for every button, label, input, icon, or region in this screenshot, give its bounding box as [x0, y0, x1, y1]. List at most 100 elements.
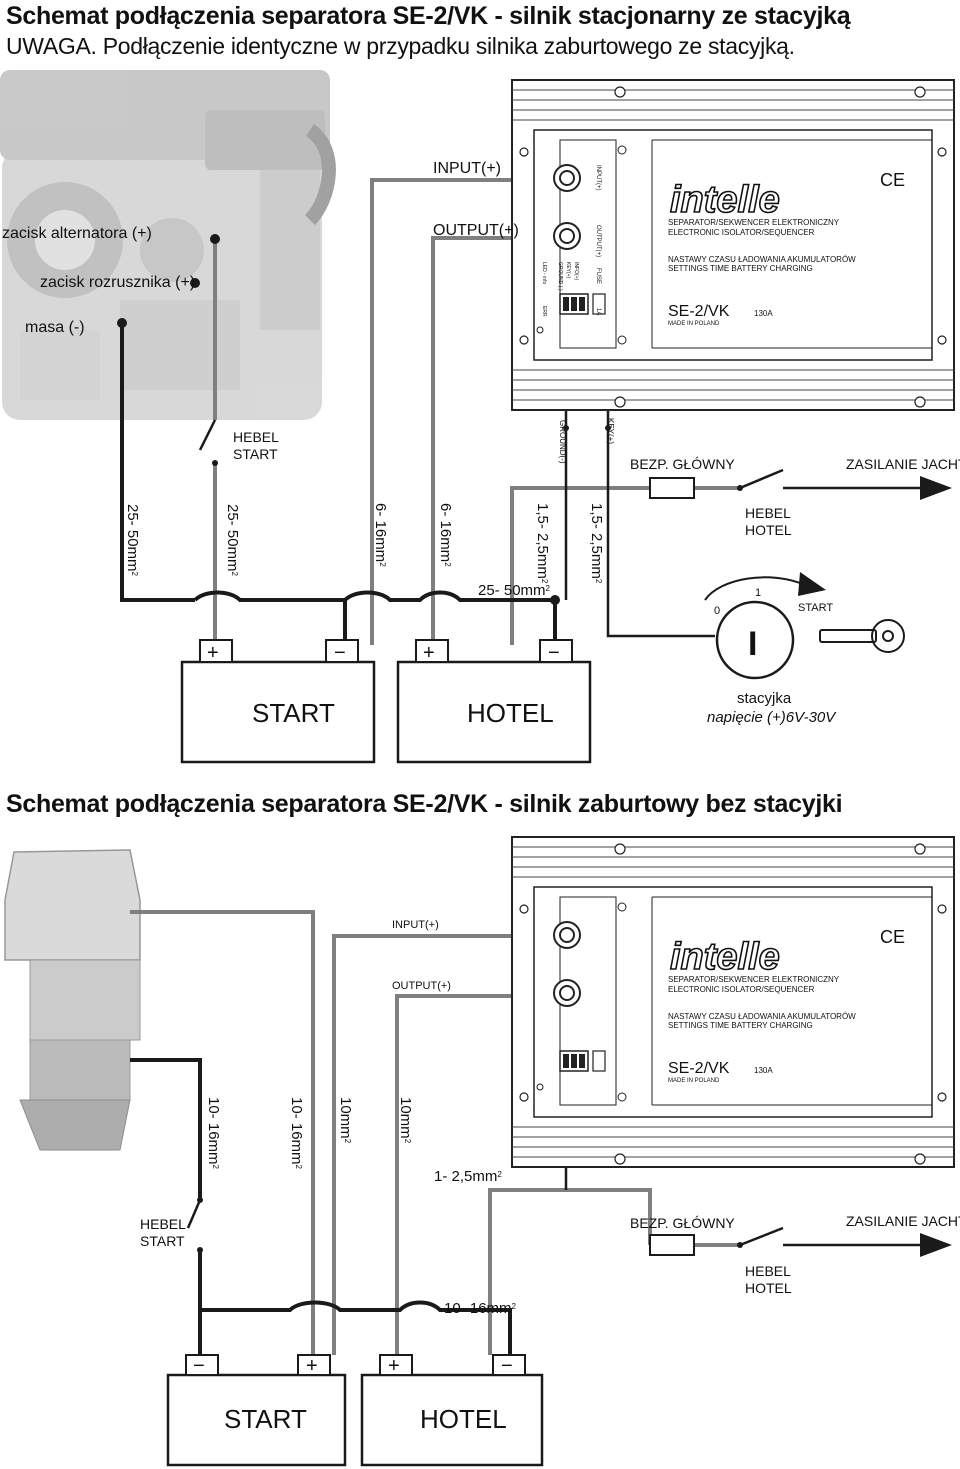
- label-ignition-2: napięcie (+)6V-30V: [707, 709, 837, 726]
- device-line1: SEPARATOR/SEKWENCER ELEKTRONICZNY: [668, 218, 840, 227]
- battery-start-top: [180, 639, 376, 764]
- hotel-switch-top: [739, 468, 784, 490]
- label-output-bottom: OUTPUT(+): [392, 980, 451, 992]
- sq-superscript: 2: [344, 1139, 353, 1144]
- term-key: KEY(+): [565, 262, 571, 279]
- term-err: ERR: [541, 306, 547, 317]
- start-switch-top: [198, 419, 217, 451]
- separator-device-bottom: [511, 836, 955, 1168]
- top-title: Schemat podłączenia separatora SE-2/VK -…: [6, 2, 851, 30]
- label-input: INPUT(+): [433, 160, 501, 177]
- device-text-bottom: intelle CE SEPARATOR/SEKWENCER ELEKTRONI…: [668, 927, 905, 1084]
- cable-c1-bottom: 10- 16mm2: [205, 1097, 222, 1170]
- battery-start-bottom: [166, 1354, 347, 1467]
- device-model: SE-2/VK: [668, 303, 730, 320]
- top-subtitle: UWAGA. Podłączenie identyczne w przypadk…: [6, 33, 795, 59]
- label-hebel-start-bottom-1: HEBEL: [140, 1216, 186, 1232]
- terminal-plus: +: [207, 642, 219, 664]
- start-switch-bottom: [186, 1199, 202, 1229]
- term-input: INPUT(+): [595, 165, 601, 191]
- term-1a: 1A: [595, 308, 601, 315]
- label-alternator: zacisk alternatora (+): [2, 225, 152, 242]
- sq-superscript: 2: [541, 579, 550, 584]
- battery-start-label-bottom: START: [224, 1404, 307, 1434]
- battery-hotel-bottom: [360, 1354, 544, 1467]
- label-ground: masa (-): [25, 319, 85, 336]
- device-line2: ELECTRONIC ISOLATOR/SEQUENCER: [668, 228, 815, 237]
- sq-superscript: 2: [379, 562, 388, 567]
- ignition-pos-start: START: [798, 602, 833, 614]
- term-output: OUTPUT(+): [595, 225, 601, 257]
- battery-hotel-label-bottom: HOTEL: [420, 1404, 507, 1434]
- device-line2: ELECTRONIC ISOLATOR/SEQUENCER: [668, 985, 815, 994]
- sq-superscript: 2: [404, 1139, 413, 1144]
- terminal-minus: −: [334, 642, 346, 664]
- bottom-title: Schemat podłączenia separatora SE-2/VK -…: [6, 790, 843, 818]
- cable-c6: 1,5- 2,5mm2: [588, 503, 605, 584]
- separator-device-top: [511, 79, 955, 411]
- sq-superscript: 2: [497, 1170, 502, 1179]
- ignition-symbol: I: [748, 625, 757, 663]
- label-hebel-hotel-2: HOTEL: [745, 522, 792, 538]
- device-line1: SEPARATOR/SEKWENCER ELEKTRONICZNY: [668, 975, 840, 984]
- device-line3: NASTAWY CZASU ŁADOWANIA AKUMULATORÓW: [668, 1012, 856, 1021]
- ce-mark: CE: [880, 170, 905, 190]
- label-main-fuse-bottom: BEZP. GŁÓWNY: [630, 1215, 735, 1231]
- wires-grey-bottom: [130, 910, 740, 1372]
- ignition-switch: [704, 572, 905, 680]
- device-line3: NASTAWY CZASU ŁADOWANIA AKUMULATORÓW: [668, 255, 856, 264]
- label-main-fuse: BEZP. GŁÓWNY: [630, 456, 735, 472]
- sq-superscript: 2: [512, 1302, 517, 1311]
- battery-hotel-top: [396, 639, 592, 764]
- wires-black-bottom: [130, 1058, 512, 1355]
- sq-superscript: 2: [546, 584, 551, 593]
- device-made: MADE IN POLAND: [668, 1078, 720, 1084]
- cable-c5: 1,5- 2,5mm2: [534, 503, 551, 584]
- terminal-plus: +: [388, 1355, 400, 1377]
- ignition-pos-1: 1: [755, 587, 761, 599]
- device-rating: 130A: [754, 309, 773, 318]
- device-line4: SETTINGS TIME BATTERY CHARGING: [668, 264, 813, 273]
- device-brand: intelle: [670, 179, 780, 221]
- inboard-engine-image: [0, 70, 336, 420]
- terminal-minus: −: [548, 642, 560, 664]
- terminal-minus: −: [501, 1355, 513, 1377]
- sq-superscript: 2: [444, 562, 453, 567]
- device-brand: intelle: [670, 936, 780, 978]
- device-line4: SETTINGS TIME BATTERY CHARGING: [668, 1021, 813, 1030]
- label-starter: zacisk rozrusznika (+): [40, 274, 195, 291]
- term-gnd: GROUND (-): [557, 262, 563, 291]
- battery-hotel-label-top: HOTEL: [467, 698, 554, 728]
- sq-superscript: 2: [295, 1165, 304, 1170]
- label-yacht-supply: ZASILANIE JACHTU: [846, 456, 960, 472]
- cable-c3: 6- 16mm2: [372, 503, 389, 567]
- wires-black-top: [120, 323, 557, 645]
- label-ground-wire: GROUND(-): [558, 420, 567, 464]
- cable-c7: 25- 50mm2: [478, 582, 551, 599]
- terminal-minus: −: [193, 1355, 205, 1377]
- term-fuse: FUSE: [595, 268, 601, 284]
- main-fuse-top: [649, 477, 695, 499]
- ce-mark: CE: [880, 927, 905, 947]
- device-text-top: intelle CE SEPARATOR/SEKWENCER ELEKTRONI…: [541, 165, 905, 327]
- main-fuse-bottom: [649, 1234, 695, 1256]
- device-rating: 130A: [754, 1066, 773, 1075]
- cable-c4: 6- 16mm2: [437, 503, 454, 567]
- cable-c2-bottom: 10- 16mm2: [288, 1097, 305, 1170]
- label-hebel-hotel-bottom-1: HEBEL: [745, 1263, 791, 1279]
- terminal-plus: +: [423, 642, 435, 664]
- label-hebel-hotel-1: HEBEL: [745, 505, 791, 521]
- battery-start-label-top: START: [252, 698, 335, 728]
- cable-c4-bottom: 10mm2: [397, 1097, 414, 1144]
- label-hebel-hotel-bottom-2: HOTEL: [745, 1280, 792, 1296]
- supply-arrow-top: [920, 476, 952, 500]
- label-yacht-supply-bottom: ZASILANIE JACHTU: [846, 1213, 960, 1229]
- key-icon: [819, 619, 905, 653]
- sq-superscript: 2: [231, 572, 240, 577]
- term-info: INFO(+): [573, 262, 579, 281]
- hotel-switch-bottom: [739, 1226, 784, 1247]
- label-output: OUTPUT(+): [433, 222, 519, 239]
- label-hebel-start-2: START: [233, 446, 278, 462]
- supply-arrow-bottom: [920, 1233, 952, 1257]
